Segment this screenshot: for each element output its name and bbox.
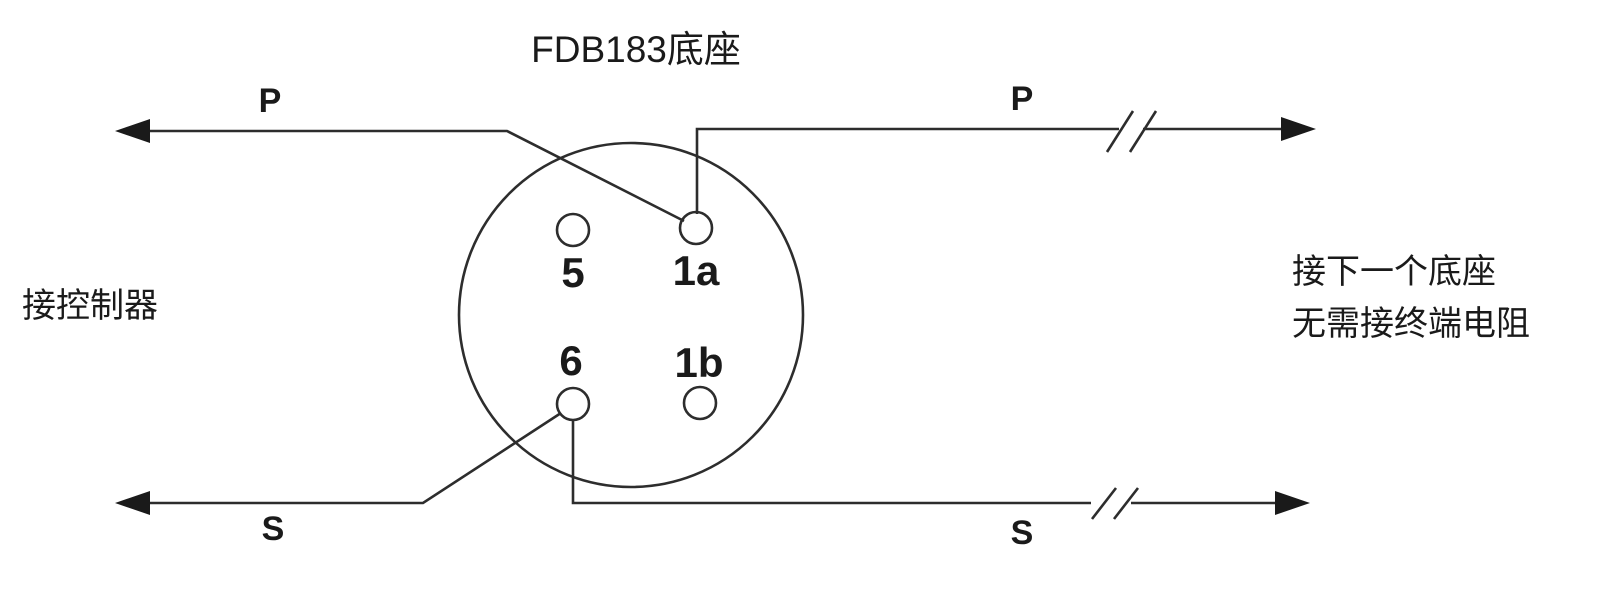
diagram-title: FDB183底座 (531, 29, 741, 70)
wire-p-left-label: P (259, 82, 282, 120)
arrow-right-p-icon (1281, 117, 1316, 141)
connector-base-circle (457, 141, 805, 489)
break-mark-p-2-icon (1128, 110, 1158, 153)
arrow-left-p-icon (115, 119, 150, 143)
terminal-1a-circle (678, 210, 714, 246)
break-mark-p-1-icon (1105, 110, 1135, 153)
wire-s-right-label: S (1011, 514, 1034, 552)
wire-p-right (695, 127, 1119, 214)
break-mark-s-2-icon (1112, 487, 1140, 520)
wire-p-left (144, 129, 685, 223)
wire-p-right-label: P (1011, 80, 1034, 118)
terminal-1a-label: 1a (673, 247, 720, 294)
wire-s-left-label: S (262, 510, 285, 548)
terminal-6-circle (555, 386, 591, 422)
right-side-label-line2: 无需接终端电阻 (1292, 305, 1530, 343)
wire-s-right (571, 420, 1091, 505)
terminal-6-label: 6 (559, 337, 582, 384)
arrow-left-s-icon (115, 491, 150, 515)
terminal-5-label: 5 (561, 249, 584, 296)
arrow-right-s-icon (1275, 491, 1310, 515)
break-mark-s-1-icon (1090, 487, 1118, 520)
terminal-1b-label: 1b (674, 339, 723, 386)
terminal-5-circle (555, 212, 591, 248)
terminal-1b-circle (682, 385, 718, 421)
left-side-label: 接控制器 (22, 287, 158, 325)
right-side-label-line1: 接下一个底座 (1292, 253, 1496, 291)
